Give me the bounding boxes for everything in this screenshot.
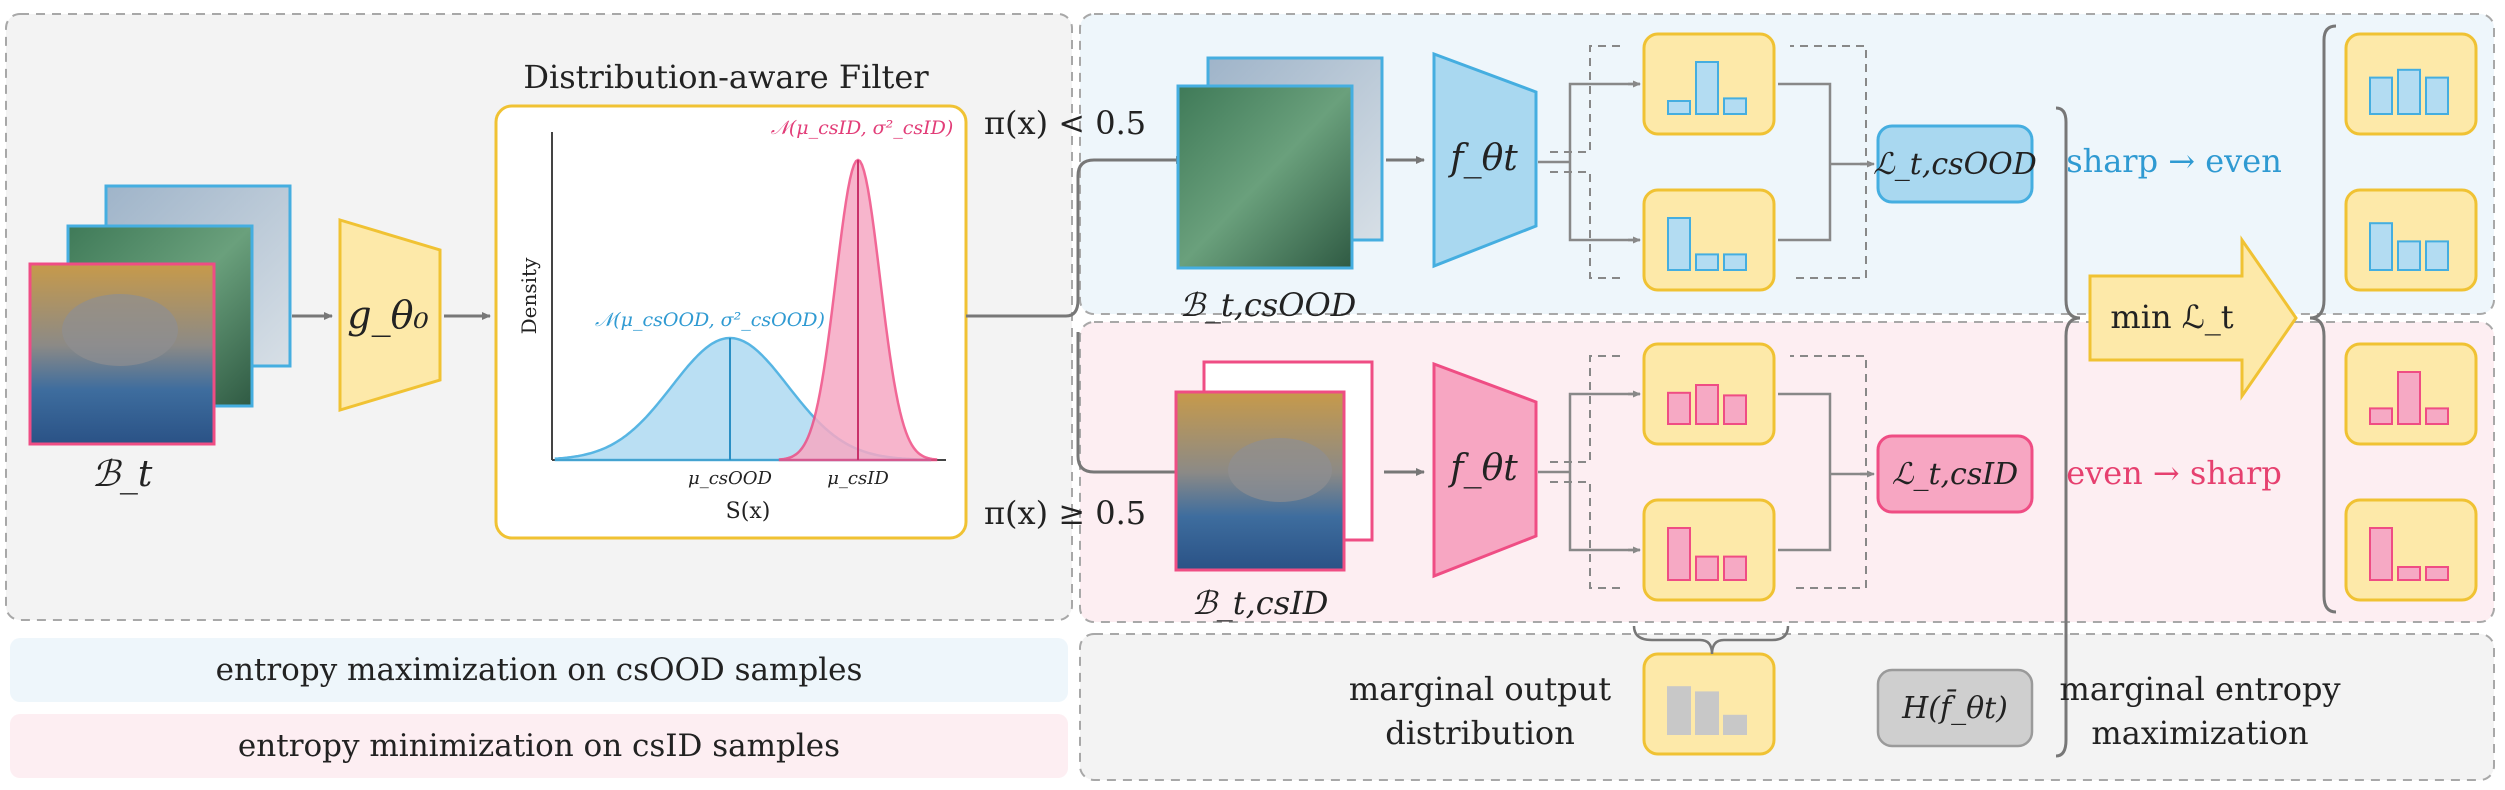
- fork-connector: [1538, 392, 1640, 552]
- hist-csood-b-frame: [1642, 188, 1776, 292]
- hist-csood-target-a: [2344, 32, 2478, 136]
- hist-csood-target-a-bar: [2369, 76, 2393, 115]
- hist-csood-target-a-bar: [2397, 68, 2421, 116]
- hist-csid-a-bar: [1723, 394, 1747, 425]
- encoder-g: [338, 217, 442, 413]
- top-condition: π(x) < 0.5: [984, 104, 1146, 142]
- csood-loss-box: [1876, 124, 2034, 204]
- batch-label: ℬ_t: [92, 454, 153, 495]
- csid-model: [1432, 361, 1538, 579]
- csid-loss-box: [1876, 434, 2034, 514]
- fork-connector: [1538, 82, 1640, 242]
- marginal-output-label-1: marginal output: [1349, 670, 1611, 708]
- hist-csid-b-bar: [1723, 555, 1747, 581]
- csid-model-label: f_θt: [1447, 448, 1518, 489]
- input-image-stack: [28, 184, 292, 446]
- marginal-max-label-1: marginal entropy: [2059, 670, 2340, 708]
- entropy-term-label: H(f̄_θt): [1901, 688, 2008, 726]
- hist-csood-b-bar: [1695, 253, 1719, 271]
- hist-csood-a-bar: [1667, 100, 1691, 115]
- hist-csid-target-b-bar: [2369, 527, 2393, 581]
- hist-csid-target-b-frame: [2344, 498, 2478, 602]
- connector-layer: [1538, 45, 1875, 589]
- csood-loss-label: ℒ_t,csOOD: [1873, 147, 2037, 182]
- marginal-output-label-2: distribution: [1385, 714, 1575, 752]
- hist-csid-b-bar: [1695, 555, 1719, 581]
- hist-csood-b: [1642, 188, 1776, 292]
- hist-csood-target-b-bar: [2369, 222, 2393, 271]
- hist-csid-b: [1642, 498, 1776, 602]
- hist-csid-target-b-bar: [2397, 566, 2421, 581]
- merge-connector: [1778, 392, 1872, 552]
- csood-model: [1432, 51, 1538, 269]
- hist-marginal-bar: [1667, 686, 1691, 736]
- hist-csid-a-bar: [1695, 384, 1719, 425]
- hist-csid-target-a-bar: [2425, 407, 2449, 425]
- hist-csood-b-bar: [1667, 217, 1691, 271]
- hist-marginal-bar: [1723, 714, 1747, 735]
- hist-csood-a-bar: [1723, 97, 1747, 116]
- hist-csood-target-b: [2344, 188, 2478, 292]
- feedback-loop: [1546, 45, 1867, 279]
- hist-csood-target-b-bar: [2425, 240, 2449, 271]
- csood-model-label: f_θt: [1447, 138, 1518, 179]
- hist-csid-target-a: [2344, 342, 2478, 446]
- csid-mean-label: μ_csID: [827, 468, 889, 489]
- hist-csid-a: [1642, 342, 1776, 446]
- objective-bracket-left: [2055, 106, 2081, 758]
- hist-csood-target-b-bar: [2397, 240, 2421, 271]
- min-loss-arrow: [2088, 235, 2298, 401]
- csid-image-stack: [1174, 360, 1374, 572]
- merge-connector: [1778, 82, 1872, 242]
- hist-csood-b-bar: [1723, 253, 1747, 271]
- hist-marginal-bar: [1695, 691, 1719, 736]
- csood-mean-label: μ_csOOD: [688, 468, 773, 489]
- csid-loss-label: ℒ_t,csID: [1892, 457, 2018, 492]
- hist-csid-b-bar: [1667, 527, 1691, 581]
- hist-csood-a-bar: [1695, 61, 1719, 115]
- legend-bottom-text: entropy minimization on csID samples: [237, 728, 841, 764]
- hist-csid-target-b: [2344, 498, 2478, 602]
- hist-csid-b-frame: [1642, 498, 1776, 602]
- hist-csood-target-a-bar: [2425, 76, 2449, 115]
- filter-title: Distribution-aware Filter: [523, 58, 929, 96]
- hist-csood-target-b-frame: [2344, 188, 2478, 292]
- hist-csid-a-bar: [1667, 391, 1691, 425]
- bottom-condition: π(x) ≥ 0.5: [984, 494, 1146, 532]
- hist-csood-a: [1642, 32, 1776, 136]
- hist-csid-target-a-bar: [2369, 407, 2393, 425]
- encoder-label: g_θ₀: [347, 293, 428, 338]
- split-bracket: [1065, 158, 1182, 474]
- entropy-term-box: [1876, 668, 2034, 748]
- min-loss-label: min ℒ_t: [2110, 298, 2233, 336]
- marginal-max-label-2: maximization: [2091, 714, 2308, 752]
- legend-top-text: entropy maximization on csOOD samples: [215, 652, 863, 688]
- csid-curve-label: 𝒩(μ_csID, σ²_csID): [771, 117, 954, 139]
- filter-y-label: Density: [517, 257, 541, 334]
- csood-curve-label: 𝒩(μ_csOOD, σ²_csOOD): [595, 309, 825, 331]
- top-transition: sharp → even: [2066, 142, 2282, 180]
- legend-entropy-minimization: entropy minimization on csID samples: [10, 714, 1068, 778]
- histogram-layer: [1642, 32, 2478, 756]
- filter-x-label: S(x): [726, 499, 771, 524]
- hist-csid-target-a-bar: [2397, 371, 2421, 425]
- objective-bracket-right: [2309, 24, 2337, 614]
- hist-marginal: [1642, 652, 1776, 756]
- hist-csid-target-b-bar: [2425, 566, 2449, 581]
- feedback-loop: [1546, 355, 1867, 589]
- legend-entropy-maximization: entropy maximization on csOOD samples: [10, 638, 1068, 702]
- marginal-brace: [1632, 625, 1790, 655]
- csood-batch-label: ℬ_t,csOOD: [1180, 286, 1357, 324]
- bottom-transition: even → sharp: [2066, 454, 2282, 492]
- csood-image-stack: [1176, 56, 1384, 270]
- csid-batch-label: ℬ_t,csID: [1192, 584, 1329, 622]
